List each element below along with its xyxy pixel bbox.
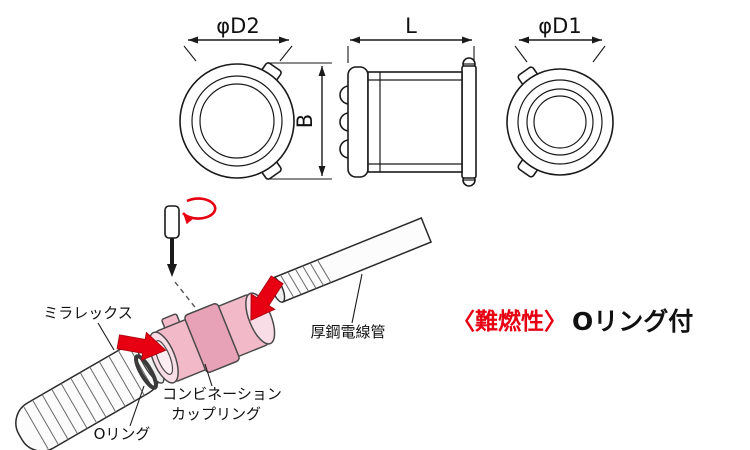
caption-with-o-ring: Oリング付 — [572, 307, 693, 336]
caption-flame-resistant: 〈難燃性〉 — [452, 308, 567, 335]
socket-end — [347, 66, 369, 178]
dim-l-label: L — [405, 14, 417, 38]
label-coupling-line2: カップリング — [171, 405, 261, 423]
screwdriver-tip — [167, 264, 177, 277]
dim-d1-label: φD1 — [538, 14, 581, 38]
dim-d2-label: φD2 — [216, 14, 259, 38]
outer-ring — [179, 63, 295, 179]
outer-ring — [506, 68, 614, 176]
callouts: ミラレックス 厚鋼電線管 コンビネーション カップリング Oリング — [43, 273, 386, 443]
coupling-nut-band — [184, 302, 240, 374]
screwdriver-handle — [164, 205, 180, 239]
dimension-d1: φD1 — [514, 14, 606, 63]
front-view-d2 — [179, 62, 295, 180]
captions: 〈難燃性〉 Oリング付 — [452, 307, 693, 336]
insert-arrow-left — [116, 331, 167, 361]
alignment-dashed-line — [174, 281, 199, 312]
mid-ring — [191, 75, 283, 167]
dimension-d2: φD2 — [183, 14, 293, 62]
o-ring — [134, 354, 158, 390]
inner-ring — [533, 95, 587, 149]
insert-arrow-right — [250, 275, 284, 321]
label-steel-conduit: 厚鋼電線管 — [310, 323, 385, 341]
right-flange — [461, 65, 477, 179]
side-view — [339, 57, 477, 187]
steel-conduit-pipe — [270, 217, 433, 303]
body-cylinder — [367, 71, 463, 173]
front-view-d1 — [506, 66, 614, 178]
corrugations — [23, 346, 154, 450]
screwdriver — [164, 197, 217, 312]
thread-hatching — [279, 259, 332, 298]
label-o-ring: Oリング — [94, 425, 151, 443]
mid-ring — [517, 79, 603, 165]
label-mirrorlex: ミラレックス — [43, 304, 133, 322]
inner-ring — [199, 83, 275, 159]
dimension-b: B — [268, 62, 332, 180]
thread-ring — [526, 88, 594, 156]
dim-b-label: B — [293, 114, 317, 128]
rotation-arrow-icon — [182, 197, 217, 225]
dimension-l: L — [347, 14, 475, 63]
label-coupling-line1: コンビネーション — [162, 385, 282, 403]
